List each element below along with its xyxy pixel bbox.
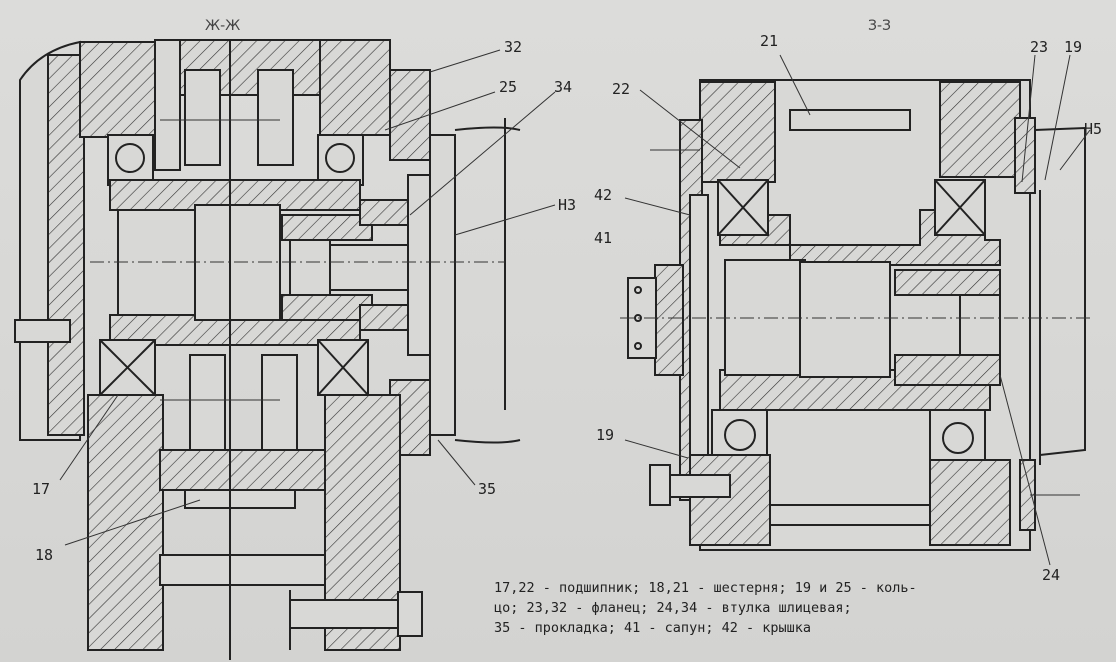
legend-line-3: 35 - прокладка; 41 - сапун; 42 - крышка [494, 620, 811, 636]
callout-19-top: 19 [1064, 38, 1082, 56]
callout-22: 22 [612, 80, 630, 98]
callout-19-bottom: 19 [596, 426, 614, 444]
callout-n5: Н5 [1084, 120, 1102, 138]
section-label-right: З-З [868, 18, 891, 34]
left-section-view [14, 39, 521, 660]
callout-34: 34 [554, 78, 572, 96]
section-label-left: Ж-Ж [205, 18, 240, 34]
callout-24: 24 [1042, 566, 1060, 584]
callout-23: 23 [1030, 38, 1048, 56]
right-leaders [624, 54, 1091, 566]
callout-41: 41 [594, 229, 612, 247]
callout-32: 32 [504, 38, 522, 56]
callout-18: 18 [35, 546, 53, 564]
legend-line-2: цо; 23,32 - фланец; 24,34 - втулка шлице… [494, 600, 852, 616]
right-section-view [620, 79, 1090, 551]
callout-25: 25 [499, 78, 517, 96]
callout-n3: Н3 [558, 196, 576, 214]
left-leaders [59, 49, 556, 546]
callout-17: 17 [32, 480, 50, 498]
callout-35: 35 [478, 480, 496, 498]
callout-21: 21 [760, 32, 778, 50]
legend-line-1: 17,22 - подшипник; 18,21 - шестерня; 19 … [494, 580, 917, 596]
callout-42: 42 [594, 186, 612, 204]
